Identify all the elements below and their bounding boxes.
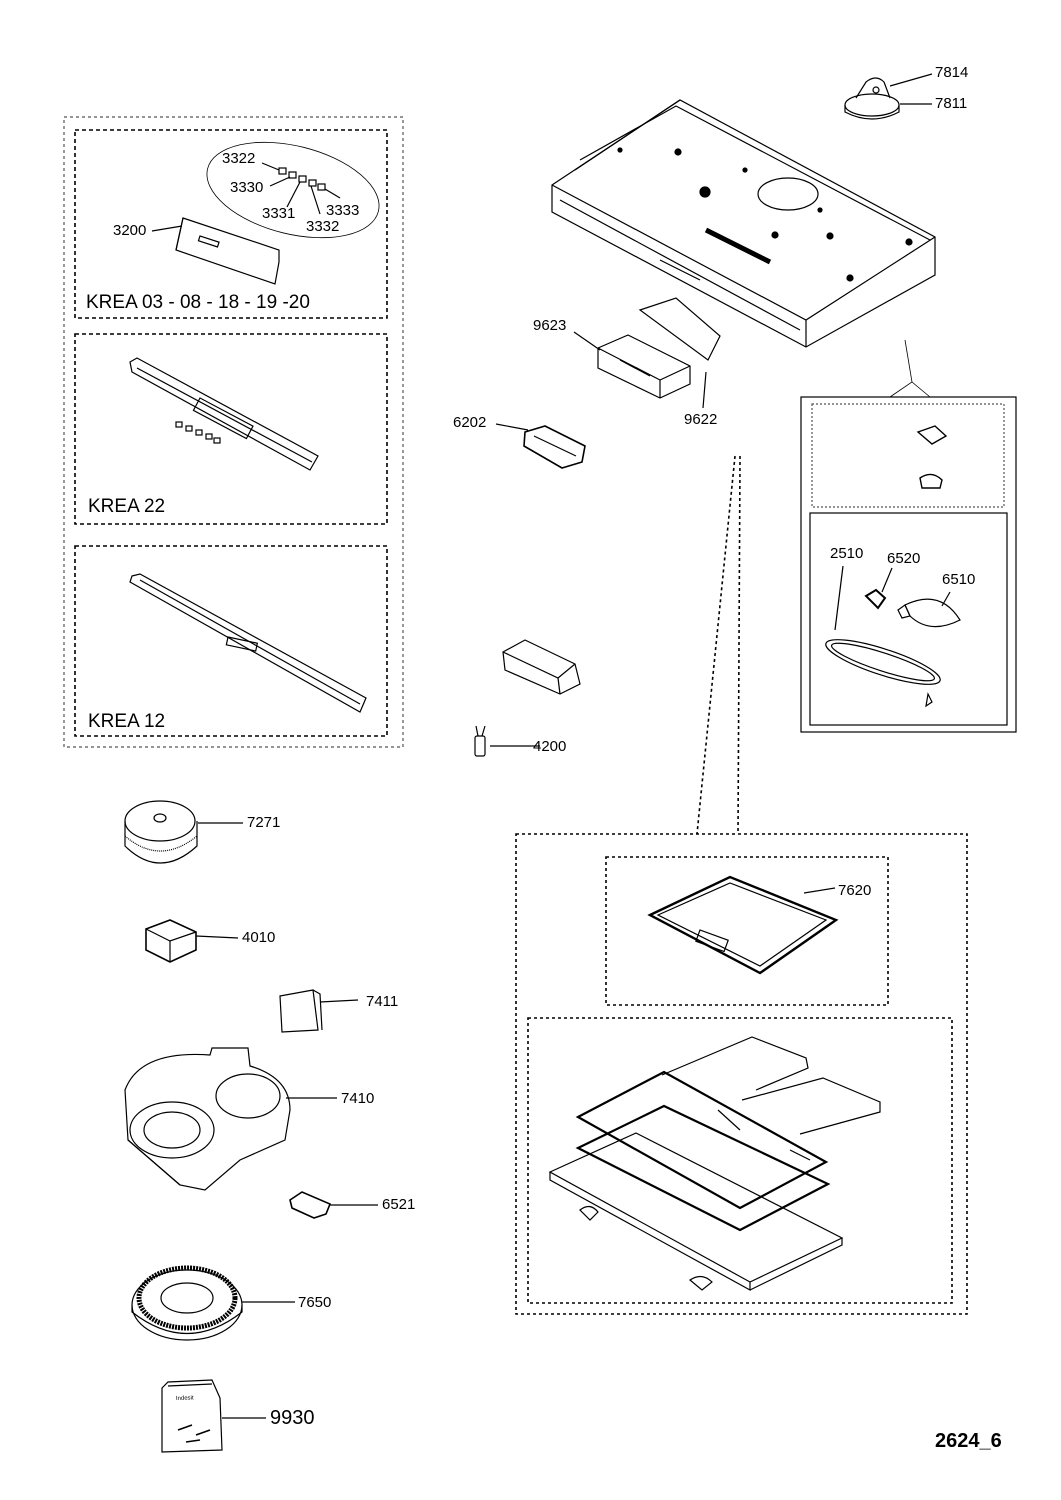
variant-label-krea-03: KREA 03 - 08 - 18 - 19 -20 [86,292,310,313]
part-label-4200: 4200 [533,738,567,755]
part-label-6202: 6202 [453,414,487,431]
part-label-7811: 7811 [935,95,968,112]
plug-connector [502,639,581,695]
motor-cap-assembly [844,73,933,120]
lamp-holder-small [916,425,948,489]
filter-outer-frame [515,833,968,1315]
bag-brand-text: Indesit [176,1395,194,1402]
lamp-parts-box [809,512,1008,726]
control-panel-krea-12 [129,573,367,713]
grease-filter-7620 [647,875,839,975]
switch-box-9623-9622 [573,297,721,409]
hardware-bag-9930 [161,1379,266,1453]
buttons-group-ellipse [206,141,380,239]
part-label-9623: 9623 [533,317,567,334]
part-label-3333: 3333 [326,202,360,219]
lamp-holder-box [811,403,1005,508]
part-label-3322: 3322 [222,150,256,167]
part-label-7410: 7410 [341,1090,375,1107]
part-label-7650: 7650 [298,1294,332,1311]
document-id: 2624_6 [935,1430,1002,1452]
cooker-hood-body [551,99,936,348]
fan-wheel-7271 [124,800,243,864]
filter-callout-line [696,455,741,835]
part-label-9930: 9930 [270,1407,315,1429]
part-label-6521: 6521 [382,1196,416,1213]
control-panel-krea-22 [129,357,319,471]
part-label-7411: 7411 [366,993,399,1010]
part-label-7814: 7814 [935,64,969,81]
part-label-3331: 3331 [262,205,296,222]
part-label-2510: 2510 [830,545,864,562]
lamp-holder-6521 [289,1191,378,1219]
blower-housing-7410 [124,1047,337,1191]
variant-box-krea-12 [74,545,388,737]
lamp-outer-frame [800,396,1017,733]
switch-4010 [145,919,239,963]
control-panel-3200 [151,217,280,285]
variants-outer-frame [63,116,404,748]
grease-filter-box [605,856,889,1006]
part-label-4010: 4010 [242,929,276,946]
variant-box-krea-03 [74,129,388,319]
part-label-7271: 7271 [247,814,281,831]
variant-label-krea-22: KREA 22 [88,496,166,517]
variant-label-krea-12: KREA 12 [88,711,166,732]
part-label-6520: 6520 [887,550,921,567]
lamp-parts [825,565,961,708]
control-buttons-set [261,162,341,215]
mat-filter-box [527,1017,953,1304]
carbon-filter-7650 [131,1265,295,1341]
part-label-3200: 3200 [113,222,147,239]
part-label-6510: 6510 [942,571,976,588]
bracket-7411 [279,989,359,1033]
terminal-block-6202 [495,423,586,469]
part-label-3332: 3332 [306,218,340,235]
part-label-9622: 9622 [684,411,718,428]
part-label-3330: 3330 [230,179,264,196]
part-label-7620: 7620 [838,882,872,899]
capacitor-4200 [474,725,530,757]
variant-box-krea-22 [74,333,388,525]
filter-mat-stack [548,1036,881,1292]
lamp-callout-line [889,339,931,398]
